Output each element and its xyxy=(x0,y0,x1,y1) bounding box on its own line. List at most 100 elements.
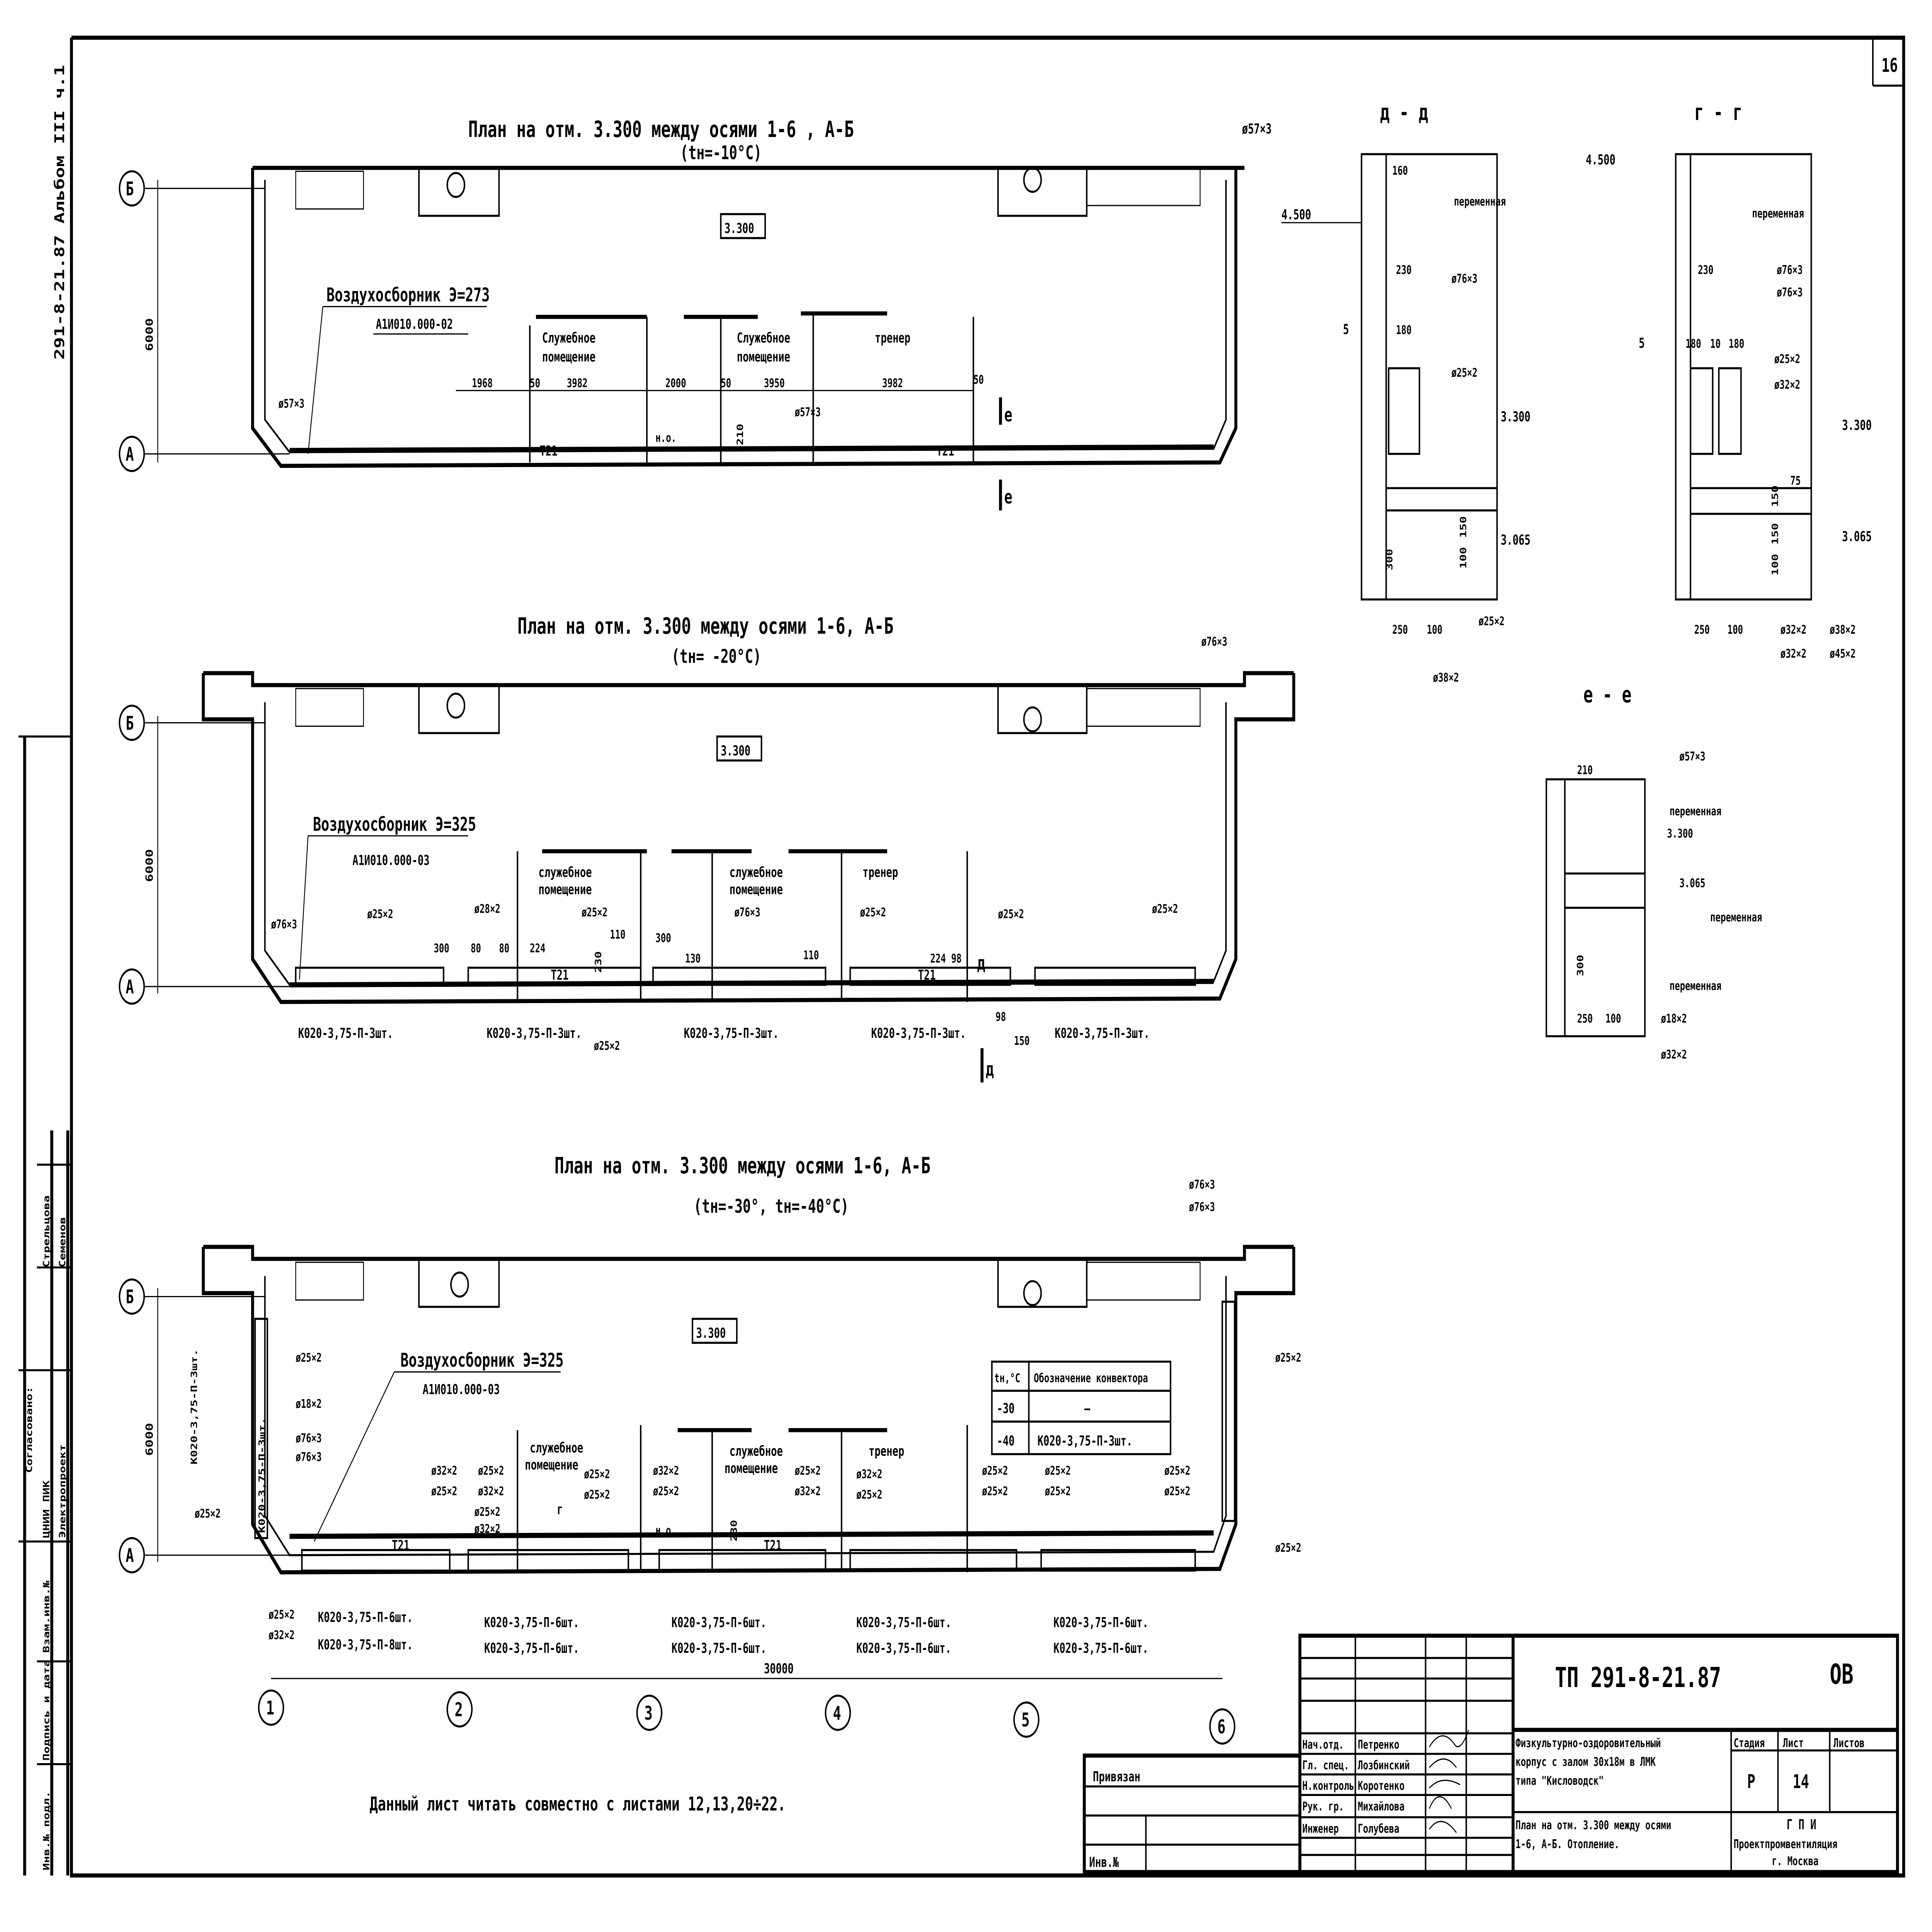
axis-label: 3 xyxy=(645,1703,653,1725)
dim: 98 xyxy=(951,952,962,966)
plan1-room2: Служебное xyxy=(737,330,790,346)
dim: 50 xyxy=(973,373,984,387)
pipe-label: ø25×2 xyxy=(431,1485,457,1498)
plan2-pipe-top: ø76×3 xyxy=(1201,635,1227,649)
convector-label: К020-3,75-П-6шт. xyxy=(672,1640,767,1656)
plan1-air-code: А1И010.000-02 xyxy=(376,316,453,332)
plan3-total-dim: 30000 xyxy=(764,1661,794,1677)
section-mark-e: е xyxy=(1004,405,1012,426)
plan2-span: 6000 xyxy=(144,849,155,882)
plan2-temp: (tн= -20°С) xyxy=(672,646,761,668)
pipe-label: ø76×3 xyxy=(1451,272,1477,286)
plan1-span: 6000 xyxy=(144,318,155,351)
elevation-label: 4.500 xyxy=(1281,207,1311,223)
plan1-room1b: помещение xyxy=(542,349,595,365)
pipe-label: ø25×2 xyxy=(584,1488,610,1502)
pipe-label: ø28×2 xyxy=(474,902,500,916)
dim: 130 xyxy=(685,952,701,966)
plan3-axis-a: А xyxy=(126,1545,134,1567)
pipe-label: ø25×2 xyxy=(594,1039,620,1053)
axis-label: 2 xyxy=(455,1699,463,1721)
staff-role: Нач.отд. xyxy=(1303,1738,1344,1752)
plan3-t21: Т21 xyxy=(392,1537,410,1553)
stamp-sign-date: Подпись и дата xyxy=(42,1660,52,1760)
sheet-number: 16 xyxy=(1881,55,1898,77)
dim: 180 xyxy=(1729,337,1744,351)
section-mark-e: е xyxy=(1004,487,1012,509)
project-name: Физкультурно-оздоровительный xyxy=(1515,1736,1661,1750)
dim: 75 xyxy=(1790,474,1801,488)
stamp-agreed: Согласовано: xyxy=(24,1386,34,1473)
convector-label: К020-3,75-П-6шт. xyxy=(856,1640,951,1656)
elevator-icon xyxy=(450,1271,469,1298)
plan3-span: 6000 xyxy=(144,1423,155,1456)
pipe-label: ø25×2 xyxy=(582,906,607,920)
dim: 80 xyxy=(471,942,481,956)
convector-label: К020-3,75-П-3шт. xyxy=(871,1026,966,1041)
sheet-header: Лист xyxy=(1783,1736,1804,1750)
elevation-label: 3.300 xyxy=(1667,827,1693,841)
plan1-pipe-left: ø57×3 xyxy=(279,397,304,411)
dim: 100 xyxy=(1427,623,1442,637)
staff-role: Н.контроль xyxy=(1303,1779,1354,1793)
table-cell: -40 xyxy=(997,1433,1015,1449)
plan1-t21: Т21 xyxy=(540,443,558,459)
dim: 150 xyxy=(1459,516,1469,538)
axis-label: 4 xyxy=(833,1703,841,1725)
plan3-air-collector: Воздухосборник Э=325 xyxy=(400,1350,563,1372)
dim: 50 xyxy=(530,376,540,390)
dim: 250 xyxy=(1577,1012,1593,1026)
plan1-no: н.о. xyxy=(655,431,676,445)
pipe-label: ø25×2 xyxy=(474,1505,500,1519)
dim: 300 xyxy=(1576,955,1586,976)
pipe-label: ø25×2 xyxy=(269,1608,294,1622)
pipe-label: ø25×2 xyxy=(795,1464,821,1478)
convector-label: К020-3,75-П-6шт. xyxy=(672,1615,767,1631)
plan1-210: 210 xyxy=(735,423,745,445)
dim: 150 xyxy=(1770,523,1781,545)
convectors xyxy=(295,966,1196,986)
pipe-label: ø25×2 xyxy=(982,1464,1008,1478)
elevation-label: 3.065 xyxy=(1679,877,1705,891)
pipe-label: ø32×2 xyxy=(1774,378,1800,392)
dim: 224 xyxy=(930,952,946,966)
plan3-pipe-top: ø76×3 xyxy=(1189,1178,1215,1192)
staff-name: Петренко xyxy=(1358,1738,1399,1752)
project-name: типа "Кисловодск" xyxy=(1515,1774,1604,1788)
pipe-label: ø32×2 xyxy=(856,1468,882,1481)
pipe-label: ø25×2 xyxy=(998,907,1024,921)
plan2-air-collector: Воздухосборник Э=325 xyxy=(313,814,476,835)
convectors xyxy=(301,1549,1196,1572)
elevator-icon xyxy=(446,692,466,719)
dim: 100 xyxy=(1459,547,1469,569)
staff-name: Михайлова xyxy=(1358,1800,1405,1814)
elevation-label: 3.065 xyxy=(1501,532,1531,548)
plan3-air-code: А1И010.000-03 xyxy=(423,1382,500,1398)
plan3-title: План на отм. 3.300 между осями 1-6, А-Б xyxy=(554,1152,930,1179)
plan2-room1b: помещение xyxy=(538,882,592,898)
signature xyxy=(1429,1730,1469,1833)
convector-label: К020-3,75-П-6шт. xyxy=(856,1615,951,1631)
plan2-axis-b: Б xyxy=(126,713,134,735)
table-cell: — xyxy=(1084,1401,1090,1417)
staff-role: Рук. гр. xyxy=(1303,1800,1344,1814)
plan3-room3: тренер xyxy=(869,1444,904,1459)
pipe-label: ø25×2 xyxy=(1451,366,1477,380)
dim: 3982 xyxy=(567,376,588,390)
pipe-label: ø25×2 xyxy=(478,1464,504,1478)
pipe-label: ø32×2 xyxy=(1781,623,1806,637)
axis-label: 6 xyxy=(1218,1716,1226,1738)
pipe-label: ø32×2 xyxy=(431,1464,457,1478)
pipe-label: ø25×2 xyxy=(584,1468,610,1481)
convector-label: К020-3,75-П-6шт. xyxy=(484,1640,579,1656)
dim: 3982 xyxy=(882,376,903,390)
pipe-label: ø32×2 xyxy=(478,1485,504,1498)
stage-value: Р xyxy=(1747,1771,1755,1793)
pipe-label: ø25×2 xyxy=(860,906,886,920)
staff-role: Гл. спец. xyxy=(1303,1759,1349,1772)
table-head-temp: tн,°С xyxy=(994,1372,1020,1386)
section-gg-title: г - г xyxy=(1694,99,1743,125)
convector-label: К020-3,75-П-3шт. xyxy=(1055,1026,1150,1041)
plan2-title: План на отм. 3.300 между осями 1-6, А-Б xyxy=(517,613,893,639)
